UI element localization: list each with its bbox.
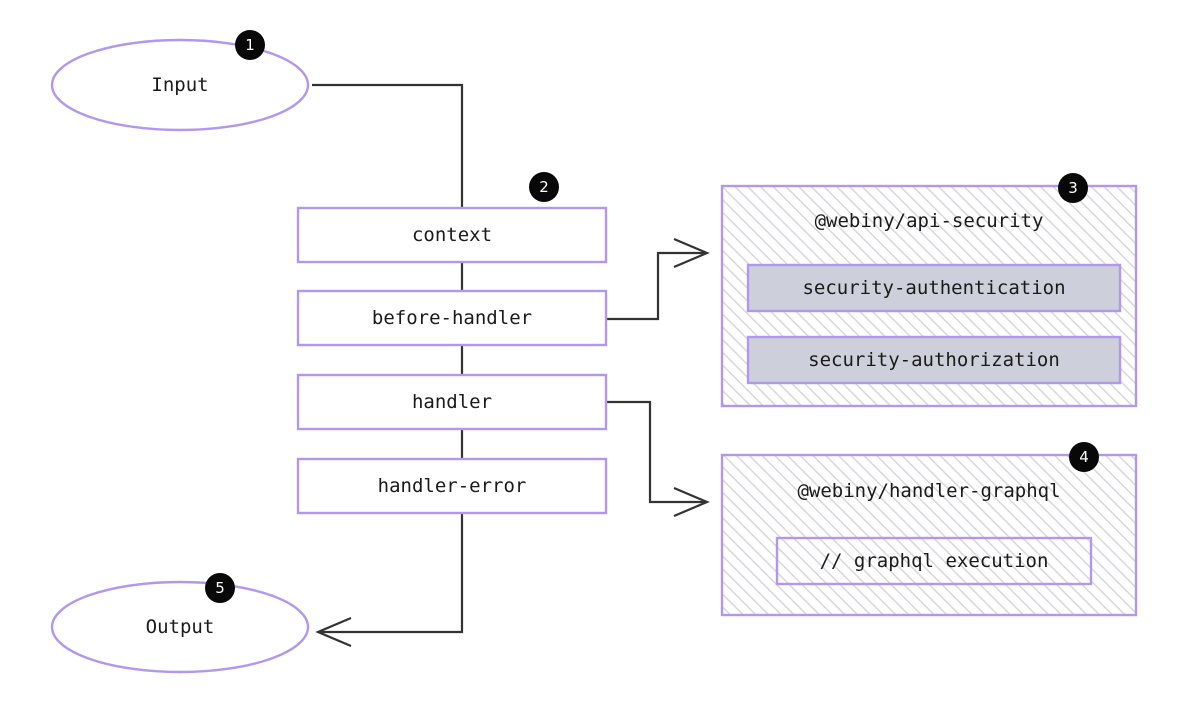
stage-layer <box>296 206 608 515</box>
connector-handler-to-handler-graphql <box>606 400 705 504</box>
panel-layer <box>720 184 1138 617</box>
plugin-graphql-execution-shape <box>775 536 1093 586</box>
step-badge-1: 1 <box>235 30 265 60</box>
connector-layer <box>312 83 710 648</box>
arrowhead-handler-graphql <box>673 486 710 518</box>
step-badge-2: 2 <box>529 172 559 202</box>
node-input-shape <box>50 38 310 132</box>
node-context-shape <box>296 206 608 264</box>
plugin-security-authorization-shape <box>746 335 1122 385</box>
connector-handler-error-to-output <box>321 513 464 634</box>
panel-handler-graphql-shape <box>720 453 1138 617</box>
step-badge-3: 3 <box>1058 173 1088 203</box>
connector-input-to-context <box>312 83 464 208</box>
arrowhead-api-security <box>673 237 710 269</box>
node-handler-shape <box>296 373 608 431</box>
step-badge-4: 4 <box>1069 442 1099 472</box>
node-output-shape <box>50 580 310 674</box>
step-badge-5: 5 <box>205 573 235 603</box>
terminal-layer <box>50 38 310 674</box>
plugin-security-authentication-shape <box>746 263 1122 313</box>
node-before-handler-shape <box>296 289 608 347</box>
node-handler-error-shape <box>296 457 608 515</box>
arrowhead-output <box>315 616 352 648</box>
connector-before-handler-to-api-security <box>606 251 705 321</box>
